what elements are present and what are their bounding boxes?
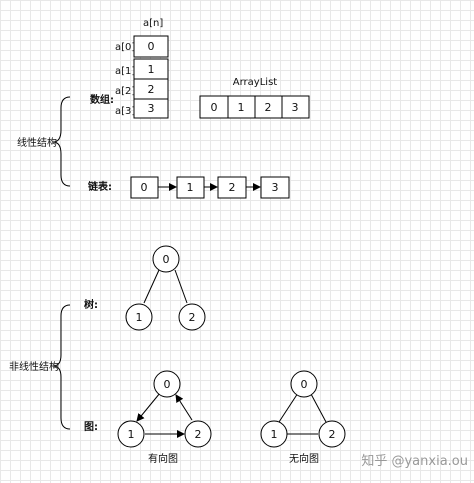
linked-list-node-value: 3 — [272, 181, 279, 194]
array-cell-value: 0 — [148, 40, 155, 53]
array-cell-value: 2 — [148, 83, 155, 96]
directed-graph-node — [153, 370, 181, 398]
directed-edge — [175, 394, 193, 421]
array-cell — [133, 98, 169, 119]
array-index-label: a[0] — [115, 42, 135, 53]
array-index-label: a[2] — [115, 86, 135, 97]
linked-list-node-value: 2 — [229, 181, 236, 194]
arraylist-cell-value: 1 — [238, 101, 245, 114]
array-header: a[n] — [143, 18, 163, 29]
undirected-graph-caption: 无向图 — [289, 452, 319, 465]
tree-node-value: 0 — [163, 253, 170, 266]
arraylist-cell-value: 0 — [211, 101, 218, 114]
directed-graph-node-value: 0 — [164, 378, 171, 391]
directed-graph-caption: 有向图 — [148, 452, 178, 465]
tree-edge — [174, 269, 188, 304]
linked-list-node-value: 0 — [141, 181, 148, 194]
array-cell-value: 3 — [148, 102, 155, 115]
directed-graph-node-value: 2 — [195, 428, 202, 441]
array-row: a[0] 0 — [115, 35, 169, 58]
tree-node-value: 2 — [189, 311, 196, 324]
array-index-label: a[3] — [115, 106, 135, 117]
tree-node — [178, 303, 206, 331]
tree-node — [125, 303, 153, 331]
linked-list-node — [260, 176, 290, 199]
undirected-graph-node-value: 0 — [301, 378, 308, 391]
tree-node-value: 1 — [136, 311, 143, 324]
undirected-graph-node-value: 2 — [329, 428, 336, 441]
linked-list-node-value: 1 — [187, 181, 194, 194]
linked-list: 0 1 2 3 — [130, 176, 290, 199]
directed-edge — [136, 392, 161, 422]
tree-node — [152, 245, 180, 273]
undirected-graph-node — [290, 370, 318, 398]
array-index-label: a[1] — [115, 66, 135, 77]
linear-structure-label: 线性结构 — [17, 136, 57, 149]
array-row: a[3] 3 — [115, 98, 169, 119]
directed-graph-node — [117, 420, 145, 448]
undirected-graph-node — [260, 420, 288, 448]
array-row: a[2] 2 — [115, 78, 169, 100]
directed-graph-node — [184, 420, 212, 448]
arraylist-title: ArrayList — [233, 77, 277, 88]
arraylist-cell-value: 3 — [292, 101, 299, 114]
directed-graph-node-value: 1 — [128, 428, 135, 441]
nonlinear-structure-brace — [52, 304, 71, 430]
watermark: 知乎 @yanxia.ou — [361, 453, 468, 469]
undirected-graph-node — [318, 420, 346, 448]
array-label: 数组: — [90, 93, 114, 106]
undirected-edge — [310, 393, 327, 423]
linear-structure-brace — [52, 96, 71, 187]
array-row: a[1] 1 — [115, 58, 169, 80]
tree-label: 树: — [84, 298, 98, 311]
undirected-edge — [278, 392, 299, 423]
undirected-graph: 0 1 2 — [260, 370, 346, 448]
array-cell — [133, 35, 169, 58]
array-cell-value: 1 — [148, 63, 155, 76]
nonlinear-structure-label: 非线性结构 — [9, 360, 59, 373]
linked-list-label: 链表: — [87, 180, 112, 193]
directed-graph: 0 1 2 — [117, 370, 212, 448]
arraylist-cells: 0 1 2 3 — [199, 95, 310, 119]
graph-label: 图: — [84, 421, 98, 433]
tree-edge — [143, 269, 160, 304]
arraylist-cell-value: 2 — [265, 101, 272, 114]
arraylist-cell — [281, 95, 310, 119]
tree-diagram: 0 1 2 — [125, 245, 206, 331]
undirected-graph-node-value: 1 — [271, 428, 278, 441]
